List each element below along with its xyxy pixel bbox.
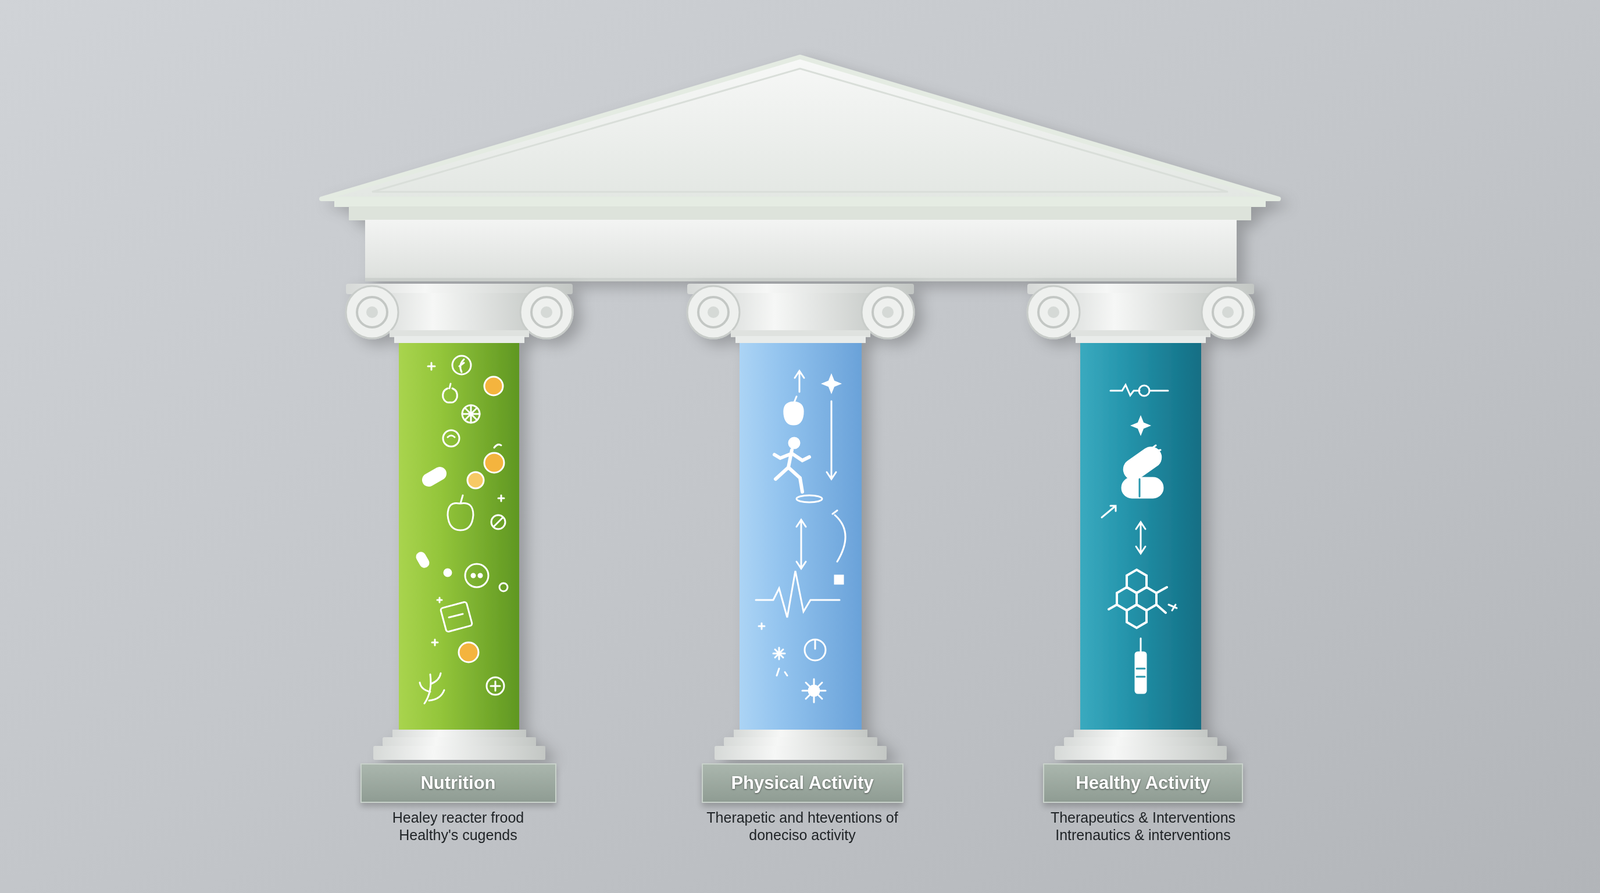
pillar-plaque: NutritionHealey reacter frood Healthy's … <box>360 763 557 803</box>
temple-roof <box>321 56 1279 282</box>
pillar-description: Therapetic and hteventions of doneciso a… <box>697 808 907 844</box>
pillar-nutrition <box>345 283 573 760</box>
pillar-plaque: Physical ActivityTherapetic and hteventi… <box>701 763 904 803</box>
pillar-title: Physical Activity <box>702 764 903 802</box>
pillar-description: Therapeutics & Interventions Intrenautic… <box>1032 808 1254 844</box>
pillar-title: Healthy Activity <box>1044 764 1242 802</box>
therapy-icons <box>1101 384 1177 694</box>
pillar-title: Nutrition <box>361 764 556 802</box>
activity-icons <box>755 370 846 703</box>
pillar-plaque: Healthy ActivityTherapeutics & Intervent… <box>1043 763 1244 803</box>
pillar-description: Healey reacter frood Healthy's cugends <box>362 808 555 844</box>
pillar-healthy <box>1027 283 1255 760</box>
pillar-physical <box>687 283 914 760</box>
nutrition-icons <box>415 355 508 704</box>
